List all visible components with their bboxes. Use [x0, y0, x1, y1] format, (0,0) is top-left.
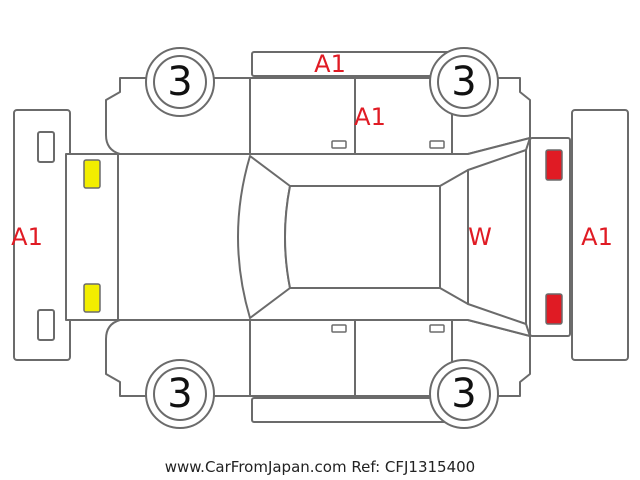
wheel-rear-right: 3 [429, 359, 499, 429]
wheel-front-left-grade: 3 [167, 59, 192, 105]
damage-code-rear-bumper: A1 [581, 223, 613, 251]
damage-code-top-rear-door: A1 [354, 103, 386, 131]
wheel-rear-left: 3 [429, 47, 499, 117]
top-side-strip [251, 51, 453, 77]
wheel-front-right-grade: 3 [167, 371, 192, 417]
damage-code-top-side-strip: A1 [314, 50, 346, 78]
wheel-front-left: 3 [145, 47, 215, 117]
wheel-front-right: 3 [145, 359, 215, 429]
bottom-side-strip [251, 397, 453, 423]
right-taillight [545, 293, 563, 325]
watermark-footer: www.CarFromJapan.com Ref: CFJ1315400 [164, 458, 476, 476]
bottom-side-body [105, 319, 531, 397]
rear-bumper [571, 109, 629, 361]
right-headlight [83, 283, 101, 313]
damage-code-rear-window: W [468, 223, 492, 251]
left-headlight [83, 159, 101, 189]
wheel-rear-left-grade: 3 [451, 59, 476, 105]
left-taillight [545, 149, 563, 181]
damage-code-front-bumper: A1 [11, 223, 43, 251]
wheel-rear-right-grade: 3 [451, 371, 476, 417]
car-body-top-view [65, 137, 571, 337]
